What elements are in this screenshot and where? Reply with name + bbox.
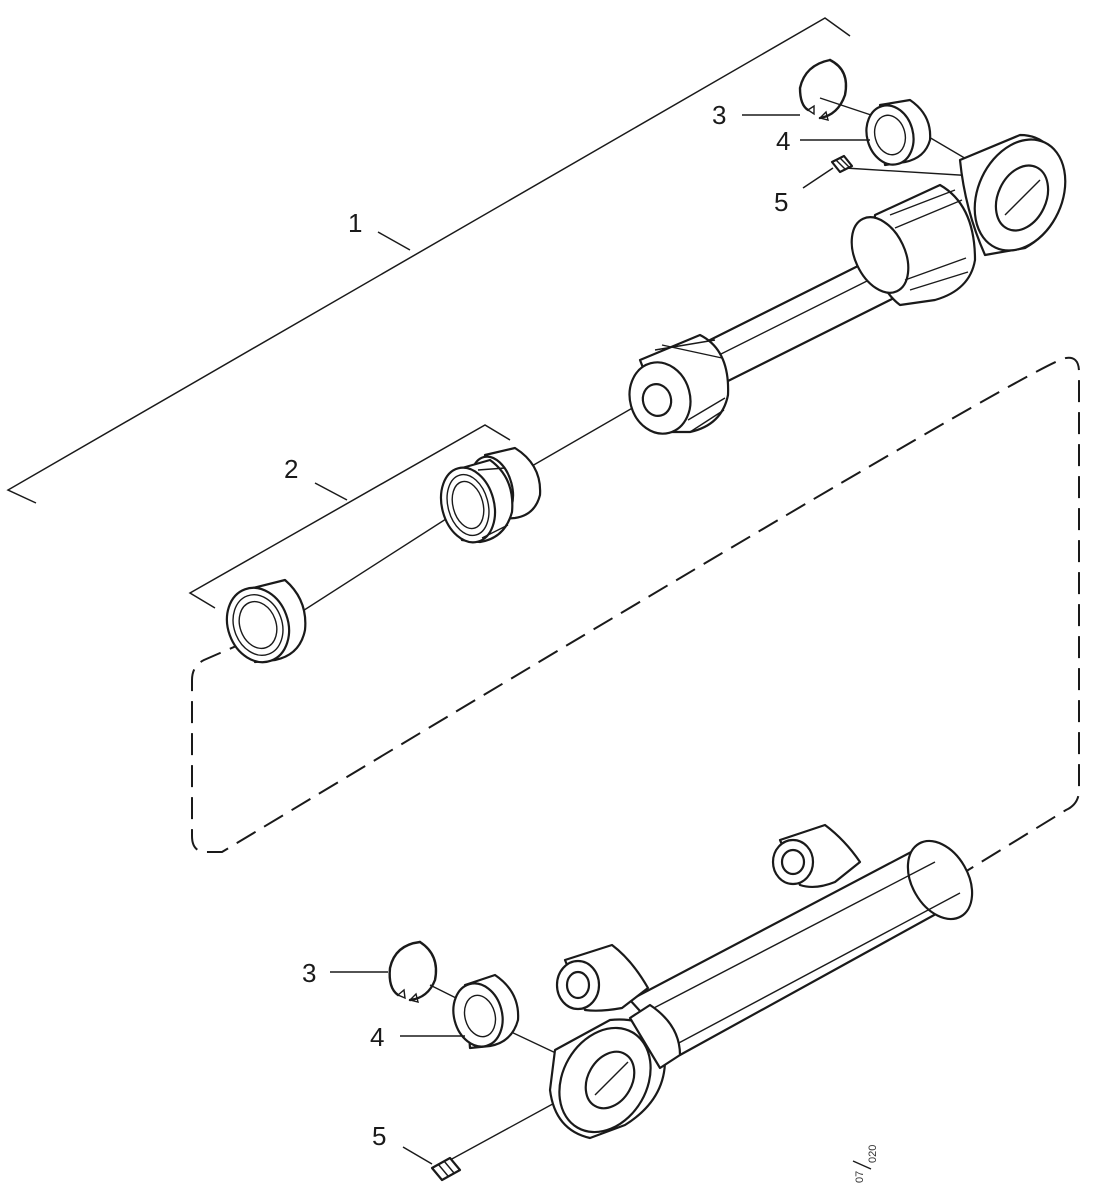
leader-lines xyxy=(330,114,870,1165)
callout-grease-nipple-bottom: 5 xyxy=(372,1121,386,1151)
callout-bearing-top: 4 xyxy=(776,126,790,156)
port-lower xyxy=(555,943,650,1012)
barrel-end-eye xyxy=(548,1003,682,1140)
seal-kit-parts xyxy=(225,446,542,664)
top-snap-ring xyxy=(798,58,848,121)
callout-bearing-bottom: 4 xyxy=(370,1022,384,1052)
rod-gland xyxy=(850,183,977,307)
callout-snap-ring-bottom: 3 xyxy=(302,958,316,988)
bottom-bearing xyxy=(452,973,520,1050)
callout-assembly: 1 xyxy=(348,208,362,238)
drawing-ref-numerator: 07 xyxy=(854,1171,866,1183)
callout-seal-kit: 2 xyxy=(284,454,298,484)
top-grease-nipple xyxy=(830,154,854,174)
piston-seal xyxy=(439,458,514,544)
cylinder-barrel xyxy=(555,823,974,1057)
seal-kit-bracket xyxy=(188,424,511,609)
port-upper xyxy=(771,823,862,889)
piston-rod xyxy=(628,133,1067,435)
bottom-snap-ring xyxy=(388,940,438,1003)
callout-snap-ring-top: 3 xyxy=(712,100,726,130)
assembly-dashed-path xyxy=(191,356,1080,876)
seal-kit-leader xyxy=(314,482,348,501)
assembly-leader xyxy=(377,231,411,251)
bottom-grease-nipple xyxy=(430,1156,462,1182)
piston-head xyxy=(628,333,730,435)
callout-grease-nipple-top: 5 xyxy=(774,187,788,217)
rod-end-eye xyxy=(958,133,1067,257)
drawing-reference: 07 020 xyxy=(852,1145,879,1183)
assembly-bracket xyxy=(6,17,851,504)
drawing-ref-denominator: 020 xyxy=(867,1145,879,1163)
rod-seal xyxy=(225,578,307,664)
top-bearing xyxy=(865,98,932,167)
